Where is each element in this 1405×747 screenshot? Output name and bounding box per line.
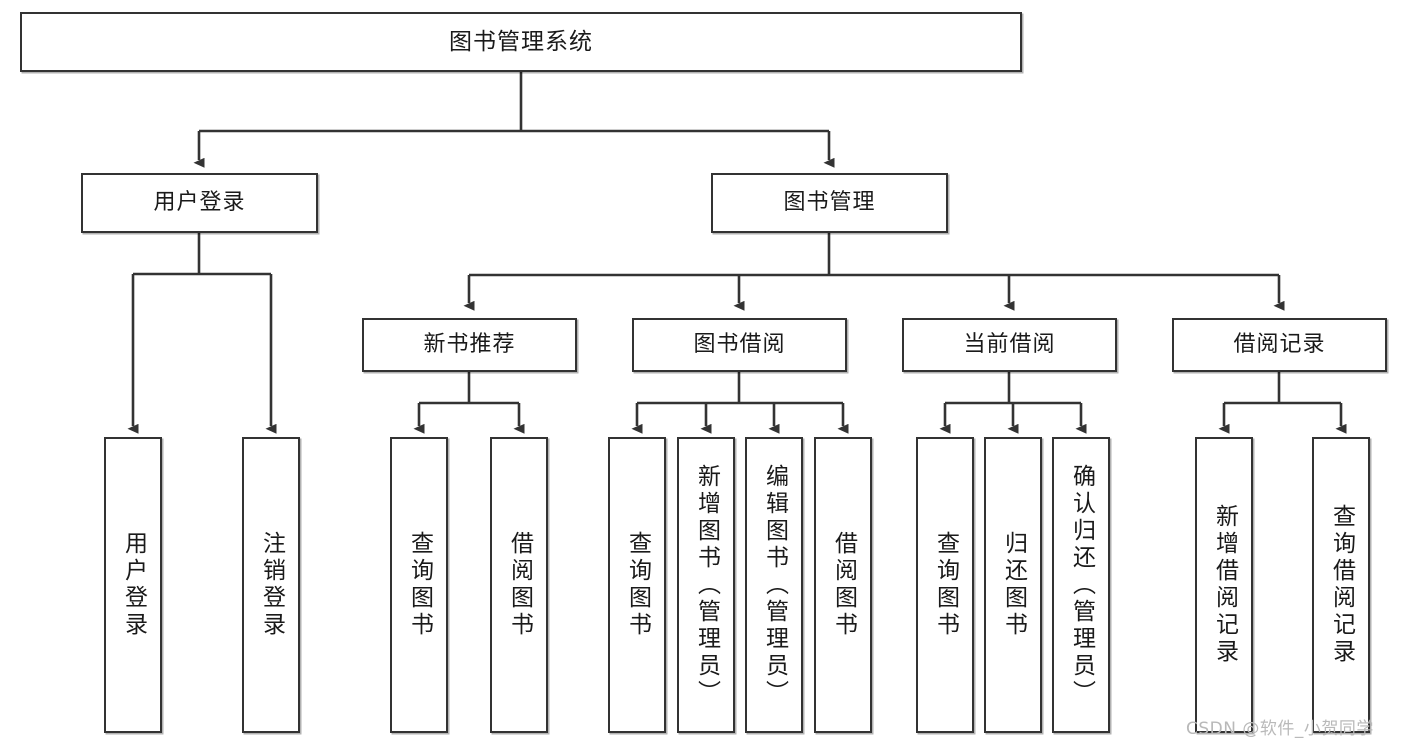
node-current-borrow-label: 当前借阅 (963, 332, 1056, 358)
node-leaf-query-borrow-record[interactable]: 查询借阅记录 (1312, 437, 1370, 733)
node-leaf-add-book[interactable]: 新增图书（管理员） (677, 437, 735, 733)
node-leaf-query-borrow-record-label: 查询借阅记录 (1328, 504, 1355, 666)
node-leaf-query-book-1-label: 查询图书 (406, 531, 433, 639)
node-root-system[interactable]: 图书管理系统 (20, 12, 1022, 72)
csdn-watermark: CSDN @软件_小贺同学 (1186, 719, 1374, 739)
node-borrow-record-label: 借阅记录 (1233, 332, 1326, 358)
node-leaf-borrow-book-1[interactable]: 借阅图书 (490, 437, 548, 733)
node-leaf-logout-login-label: 注销登录 (258, 531, 285, 639)
node-current-borrow[interactable]: 当前借阅 (902, 318, 1117, 372)
node-user-login-label: 用户登录 (153, 190, 246, 216)
node-leaf-add-borrow-record-label: 新增借阅记录 (1211, 504, 1238, 666)
node-leaf-query-book-3[interactable]: 查询图书 (916, 437, 974, 733)
node-leaf-query-book-2-label: 查询图书 (624, 531, 651, 639)
node-leaf-confirm-return[interactable]: 确认归还（管理员） (1052, 437, 1110, 733)
node-leaf-logout-login[interactable]: 注销登录 (242, 437, 300, 733)
node-book-management-label: 图书管理 (783, 190, 876, 216)
node-leaf-query-book-2[interactable]: 查询图书 (608, 437, 666, 733)
node-leaf-edit-book[interactable]: 编辑图书（管理员） (745, 437, 803, 733)
node-leaf-query-book-3-label: 查询图书 (932, 531, 959, 639)
node-leaf-edit-book-label: 编辑图书（管理员） (761, 463, 788, 707)
node-leaf-add-book-label: 新增图书（管理员） (693, 463, 720, 707)
node-book-borrow[interactable]: 图书借阅 (632, 318, 847, 372)
node-leaf-confirm-return-label: 确认归还（管理员） (1068, 463, 1095, 707)
node-new-book-recommend-label: 新书推荐 (423, 332, 516, 358)
node-leaf-return-book[interactable]: 归还图书 (984, 437, 1042, 733)
node-leaf-return-book-label: 归还图书 (1000, 531, 1027, 639)
node-leaf-borrow-book-2[interactable]: 借阅图书 (814, 437, 872, 733)
node-borrow-record[interactable]: 借阅记录 (1172, 318, 1387, 372)
node-leaf-user-login-label: 用户登录 (120, 531, 147, 639)
node-leaf-borrow-book-1-label: 借阅图书 (506, 531, 533, 639)
node-leaf-query-book-1[interactable]: 查询图书 (390, 437, 448, 733)
node-leaf-user-login[interactable]: 用户登录 (104, 437, 162, 733)
node-root-system-label: 图书管理系统 (449, 28, 593, 55)
node-book-borrow-label: 图书借阅 (693, 332, 786, 358)
node-leaf-add-borrow-record[interactable]: 新增借阅记录 (1195, 437, 1253, 733)
node-new-book-recommend[interactable]: 新书推荐 (362, 318, 577, 372)
node-leaf-borrow-book-2-label: 借阅图书 (830, 531, 857, 639)
node-book-management[interactable]: 图书管理 (711, 173, 948, 233)
node-user-login[interactable]: 用户登录 (81, 173, 318, 233)
